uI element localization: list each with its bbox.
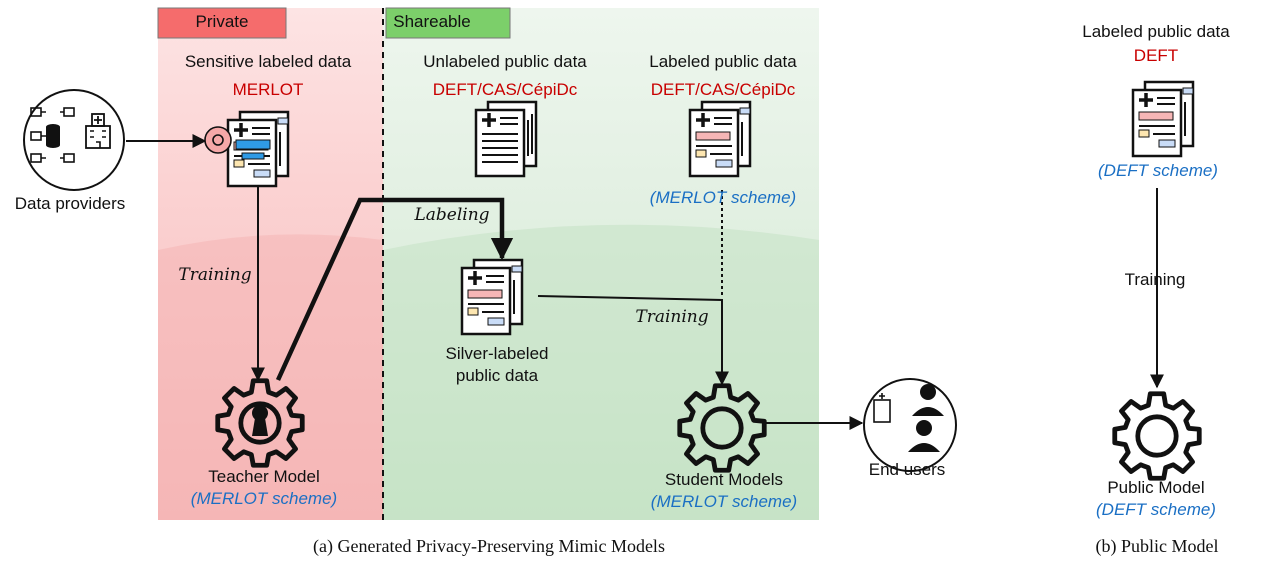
sensitive-source: MERLOT [232, 80, 304, 99]
shareable-tag-box [385, 7, 511, 39]
silver-label-line1: Silver-labeled [445, 344, 549, 363]
public-gear-icon [1115, 394, 1199, 478]
teacher-model-label: Teacher Model [208, 467, 320, 486]
data-providers-icon [23, 89, 125, 191]
labeled-title: Labeled public data [649, 52, 797, 71]
silver-docs-icon [460, 258, 524, 336]
public-training-label: Training [1124, 270, 1186, 289]
unlabeled-source: DEFT/CAS/CépiDc [432, 80, 578, 99]
teacher-gear-lock-icon [218, 381, 302, 465]
deft-title: Labeled public data [1082, 22, 1230, 41]
data-providers-label: Data providers [14, 194, 126, 213]
student-training-arrow [537, 295, 729, 386]
shareable-tag: Shareable [393, 12, 471, 31]
labeled-docs-icon [688, 100, 752, 178]
private-tag-box [157, 7, 287, 39]
private-tag: Private [195, 12, 249, 31]
unlabeled-title: Unlabeled public data [423, 52, 587, 71]
student-models-label: Student Models [664, 470, 784, 489]
silver-label-line2: public data [455, 366, 539, 385]
teacher-scheme: (MERLOT scheme) [190, 489, 338, 508]
student-training-label: Training [635, 307, 709, 327]
caption-b: (b) Public Model [1095, 536, 1219, 556]
public-model-label: Public Model [1107, 478, 1205, 497]
sensitive-docs-icon [204, 110, 290, 188]
labeled-scheme: (MERLOT scheme) [649, 188, 797, 207]
end-users-icon [863, 378, 957, 472]
deft-docs-icon [1131, 80, 1195, 158]
deft-source: DEFT [1133, 46, 1179, 65]
student-scheme: (MERLOT scheme) [650, 492, 798, 511]
end-users-label: End users [868, 460, 946, 479]
labeled-source: DEFT/CAS/CépiDc [650, 80, 796, 99]
sensitive-title: Sensitive labeled data [184, 52, 352, 71]
deft-scheme: (DEFT scheme) [1098, 161, 1218, 180]
caption-a: (a) Generated Privacy-Preserving Mimic M… [313, 536, 665, 556]
unlabeled-docs-icon [474, 100, 538, 178]
teacher-training-label: Training [178, 265, 252, 285]
public-scheme: (DEFT scheme) [1096, 500, 1216, 519]
labeling-label: Labeling [414, 205, 490, 225]
private-region [158, 8, 383, 520]
labeling-arrow [275, 197, 514, 381]
